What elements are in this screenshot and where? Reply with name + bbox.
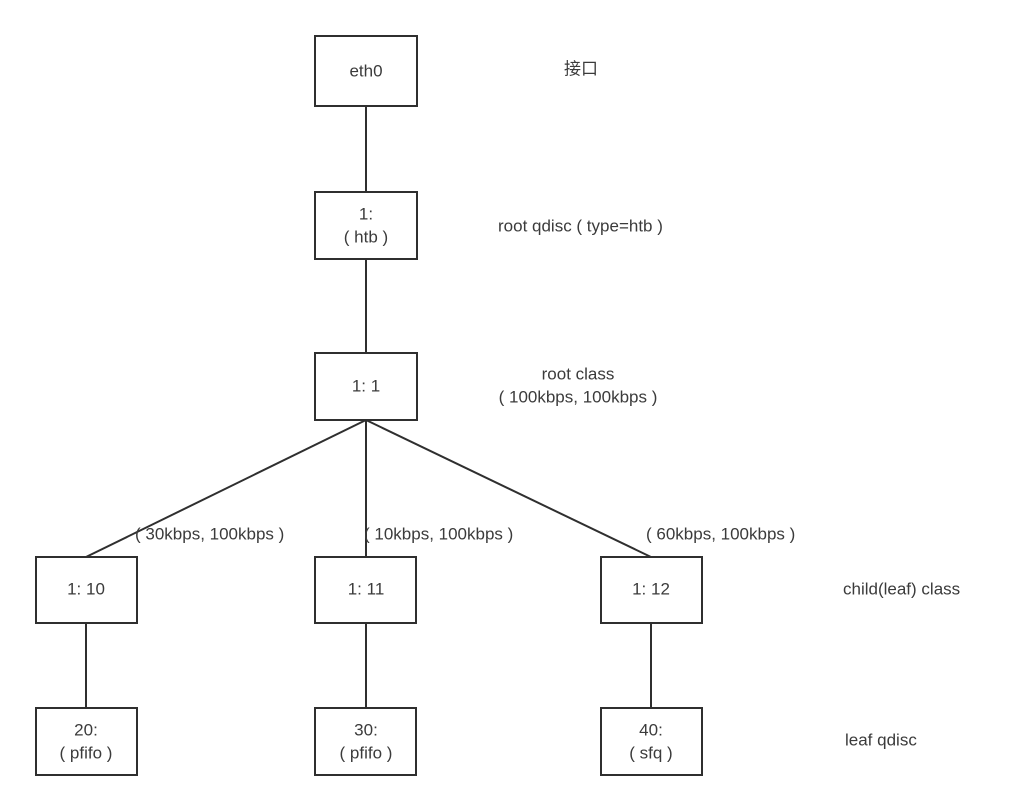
node-root-qdisc-handle: 1: [359, 204, 373, 223]
node-root-class-box [314, 352, 418, 421]
edge-root-class-to-leaf-class-left [85, 419, 367, 558]
node-leaf-qdisc-right[interactable]: 40: ( sfq ) [600, 707, 703, 776]
side-label-leaf-qdisc: leaf qdisc [845, 730, 917, 749]
edge-label-leaf-class-right: ( 60kbps, 100kbps ) [646, 524, 795, 543]
node-leaf-class-left[interactable]: 1: 10 [35, 556, 138, 624]
edge-label-leaf-class-mid: ( 10kbps, 100kbps ) [364, 524, 513, 543]
node-leaf-qdisc-mid-box [314, 707, 417, 776]
node-root-class[interactable]: 1: 1 [314, 352, 418, 421]
node-root-class-label: 1: 1 [352, 376, 380, 395]
node-interface[interactable]: eth0 [314, 35, 418, 107]
side-label-root-qdisc: root qdisc ( type=htb ) [498, 216, 663, 235]
node-leaf-qdisc-left-type: ( pfifo ) [60, 743, 113, 762]
node-leaf-class-right-label: 1: 12 [632, 579, 670, 598]
node-leaf-class-left-box [35, 556, 138, 624]
node-leaf-class-mid[interactable]: 1: 11 [314, 556, 417, 624]
edge-label-leaf-class-left: ( 30kbps, 100kbps ) [135, 524, 284, 543]
node-leaf-qdisc-left[interactable]: 20: ( pfifo ) [35, 707, 138, 776]
node-root-qdisc-type: ( htb ) [344, 227, 388, 246]
side-label-root-class-title: root class [542, 364, 615, 383]
node-root-qdisc-box [314, 191, 418, 260]
node-leaf-class-right[interactable]: 1: 12 [600, 556, 703, 624]
node-leaf-class-mid-label: 1: 11 [348, 579, 385, 598]
node-leaf-qdisc-left-box [35, 707, 138, 776]
node-leaf-qdisc-right-type: ( sfq ) [629, 743, 672, 762]
node-leaf-class-left-label: 1: 10 [67, 579, 105, 598]
node-leaf-class-mid-box [314, 556, 417, 624]
node-leaf-qdisc-right-handle: 40: [639, 720, 663, 739]
node-leaf-qdisc-right-box [600, 707, 703, 776]
side-label-child-leaf-class: child(leaf) class [843, 579, 960, 598]
node-interface-label: eth0 [349, 61, 382, 80]
node-leaf-class-right-box [600, 556, 703, 624]
node-interface-box [314, 35, 418, 107]
node-leaf-qdisc-mid-type: ( pfifo ) [340, 743, 393, 762]
node-leaf-qdisc-mid-handle: 30: [354, 720, 378, 739]
node-leaf-qdisc-mid[interactable]: 30: ( pfifo ) [314, 707, 417, 776]
node-leaf-qdisc-left-handle: 20: [74, 720, 98, 739]
side-label-interface: 接口 [564, 59, 598, 78]
node-root-qdisc[interactable]: 1: ( htb ) [314, 191, 418, 260]
edge-root-class-to-leaf-class-right [365, 419, 652, 558]
side-label-root-class-rates: ( 100kbps, 100kbps ) [499, 387, 658, 406]
